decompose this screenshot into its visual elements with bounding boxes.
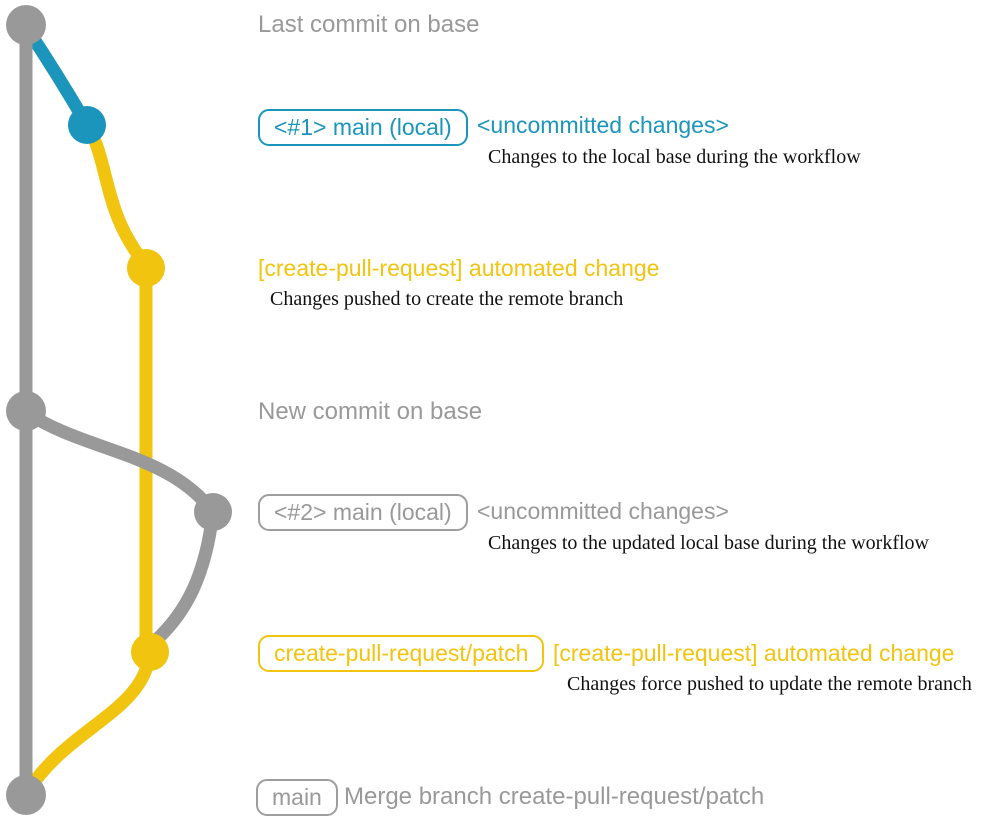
automated-change-1-description: Changes pushed to create the remote bran… bbox=[270, 288, 624, 310]
last-commit-title: Last commit on base bbox=[258, 11, 480, 38]
local-main-2-description: Changes to the updated local base during… bbox=[488, 532, 929, 554]
local-main-2-heading: <uncommitted changes> bbox=[477, 498, 729, 524]
local-commit-1-dot bbox=[68, 106, 106, 144]
patch-branch-line-upper bbox=[80, 118, 157, 659]
patch-branch-badge: create-pull-request/patch bbox=[258, 635, 545, 672]
patch-branch-description: Changes force pushed to update the remot… bbox=[567, 673, 972, 695]
merge-commit-dot bbox=[6, 775, 46, 815]
patch-branch-heading: [create-pull-request] automated change bbox=[553, 640, 955, 666]
base-commit-2-dot bbox=[6, 391, 46, 431]
patch-commit-2-dot bbox=[131, 633, 169, 671]
patch-commit-1-dot bbox=[127, 249, 165, 287]
main-badge: main bbox=[256, 779, 338, 816]
automated-change-1-heading: [create-pull-request] automated change bbox=[258, 255, 660, 281]
merge-title: Merge branch create-pull-request/patch bbox=[344, 783, 765, 810]
new-commit-title: New commit on base bbox=[258, 398, 483, 425]
local-main-2-badge: <#2> main (local) bbox=[258, 494, 468, 531]
local-commit-2-dot bbox=[194, 493, 232, 531]
patch-branch-line-merge bbox=[20, 645, 157, 800]
local-main-1-description: Changes to the local base during the wor… bbox=[488, 146, 861, 168]
local-rebase-line bbox=[19, 405, 220, 519]
local-main-1-heading: <uncommitted changes> bbox=[477, 112, 729, 138]
local-main-1-badge: <#1> main (local) bbox=[258, 109, 468, 146]
base-commit-1-dot bbox=[6, 5, 46, 45]
local-update-line bbox=[146, 505, 220, 650]
